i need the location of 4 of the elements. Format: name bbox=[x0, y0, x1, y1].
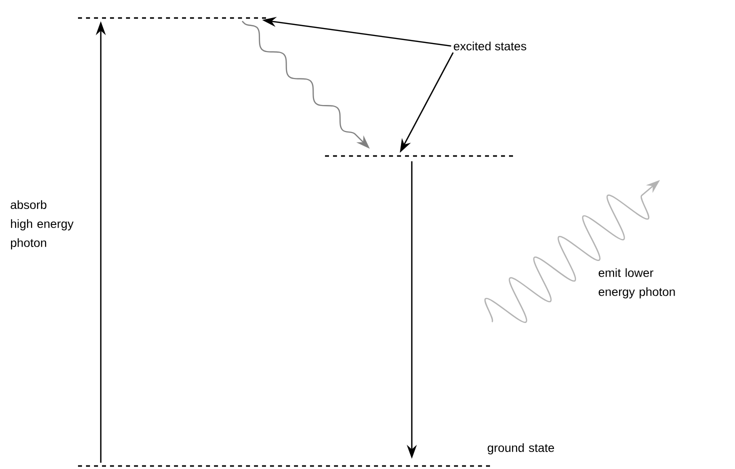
label-text: emit lower energy photon bbox=[598, 268, 675, 298]
callout-text: excited states bbox=[454, 42, 526, 50]
label-text: ground state bbox=[488, 443, 554, 454]
label-text: absorb high energy photon bbox=[10, 200, 74, 250]
